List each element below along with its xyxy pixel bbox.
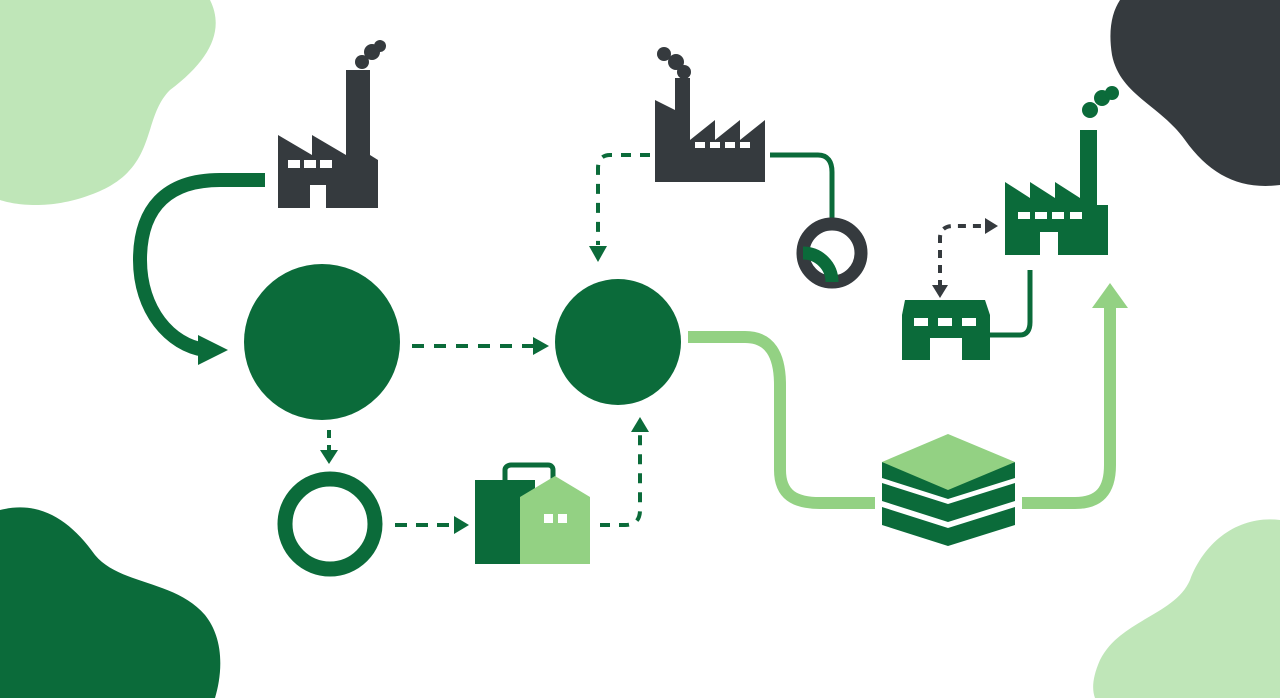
connector-factory-to-progress-ring [770,152,835,218]
layers-icon [882,434,1015,546]
connector-factory-to-hub [132,173,265,357]
blob-bottom-left [0,507,221,698]
arrowhead-hub-center [533,337,549,355]
hub-left-node [244,264,400,420]
arrowhead-down-hub-center [589,246,607,262]
connector-layers-to-factory [1022,305,1116,509]
shop-icon [902,300,990,360]
progress-ring [796,217,868,289]
warehouse-icon [475,462,590,564]
factory-icon [278,40,386,208]
blob-bottom-right [1093,519,1280,698]
factory-icon [655,47,765,182]
factory-icon [1005,86,1119,255]
arrowhead-hub-left [198,335,228,365]
connector-shop-factory-dashed [938,224,988,288]
arrowhead-to-shop [932,285,948,298]
ring-bottom-left-node [277,471,383,577]
arrowhead-up-hub-center [631,417,649,432]
blob-top-left [0,0,216,205]
connector-hub-to-layers [688,331,875,509]
connector-factory-center-to-hub [596,153,650,245]
arrowhead-warehouse [454,516,469,534]
arrowhead-ring [320,450,338,464]
arrowhead-to-factory-right [985,218,998,234]
connector-shop-to-factory-solid [990,270,1033,338]
connector-warehouse-to-hub-center [600,435,642,527]
blob-top-right [1110,0,1280,186]
progress-arc [802,246,839,283]
arrowhead-factory-right [1092,283,1128,308]
hub-center-node [555,279,681,405]
